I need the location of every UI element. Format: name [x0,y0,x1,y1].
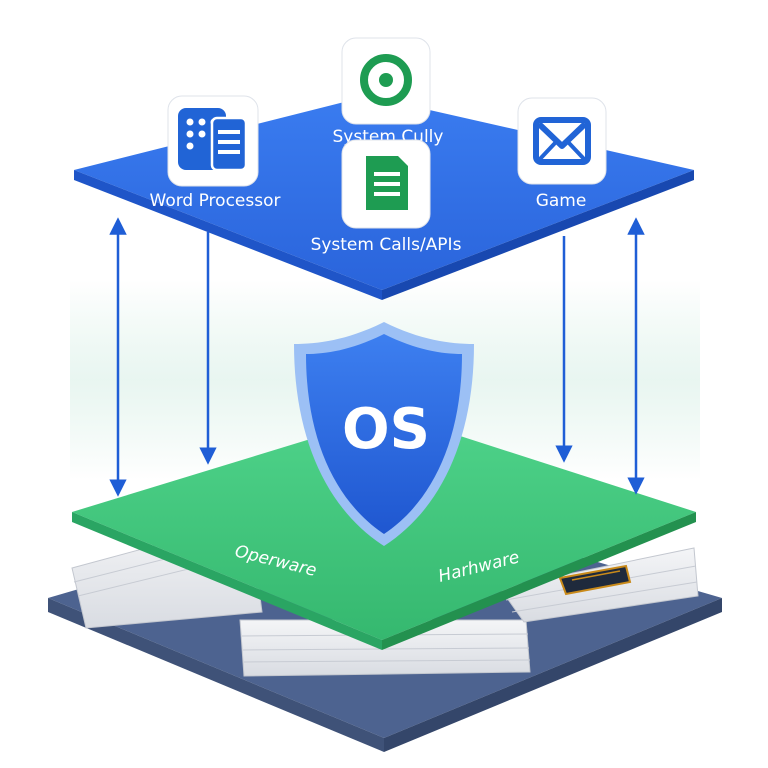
arrows [109,217,645,497]
chip-icon [558,564,632,596]
system-calls-apis-label: System Calls/APIs [311,235,462,255]
game-label: Game [536,191,587,211]
word-processor-card [167,95,259,187]
keypad-document-icon [178,108,248,172]
word-processor-label: Word Processor [150,191,281,211]
game-card [517,97,607,185]
os-label: OS [342,397,430,462]
hardware-layer-left-edge [72,512,382,650]
document-list-icon [366,156,408,210]
base-layer-right-edge [384,598,722,752]
shield-icon: OS [294,322,474,546]
application-layer-left-edge [74,170,382,300]
base-layer-left-edge [48,598,384,752]
envelope-icon [533,117,591,165]
system-calls-apis-card [341,139,431,229]
target-ring-icon [360,54,412,106]
system-calls-top-card [341,37,431,125]
hardware-layer-right-edge [382,512,696,650]
application-layer-right-edge [382,170,694,300]
